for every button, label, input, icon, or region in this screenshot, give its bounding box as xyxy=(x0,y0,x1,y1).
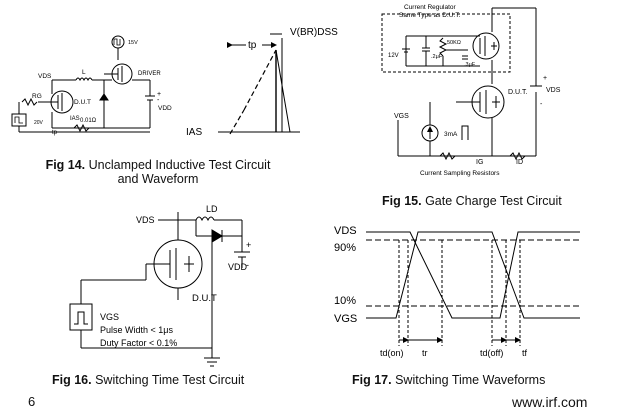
fig15-label-plus: + xyxy=(543,75,547,82)
fig17-label-vgs: VGS xyxy=(334,313,357,325)
page-number: 6 xyxy=(28,394,36,409)
fig14-label-resistor: 0.01Ω xyxy=(80,118,97,124)
fig15-label-ig: IG xyxy=(476,159,483,166)
fig14-label-ias: IAS xyxy=(70,116,80,122)
fig15-label-cap2: .3μF xyxy=(464,62,476,68)
fig14-label-20v: 20V xyxy=(34,120,44,126)
fig14-title-line2: and Waveform xyxy=(117,172,199,186)
fig14-title-line1: Unclamped Inductive Test Circuit xyxy=(88,158,271,172)
fig14-label-15v: 15V xyxy=(128,40,138,46)
fig17-waveforms xyxy=(366,231,580,346)
fig14-caption: Fig 14. Unclamped Inductive Test Circuit… xyxy=(28,158,288,186)
fig14-wave-vbrdss: V(BR)DSS xyxy=(290,27,338,38)
fig14-label-rg: RG xyxy=(32,93,42,100)
fig14-waveform xyxy=(218,33,300,135)
fig15-label-12v: 12V xyxy=(388,53,399,59)
fig15-label-vgs: VGS xyxy=(394,113,409,120)
fig15-label-sampling: Current Sampling Resistors xyxy=(420,170,500,177)
fig14-wave-ias: IAS xyxy=(186,127,202,138)
fig16-circuit xyxy=(69,212,250,367)
fig16-number: Fig 16. xyxy=(52,373,92,387)
fig17-number: Fig 17. xyxy=(352,373,392,387)
fig16-caption: Fig 16. Switching Time Test Circuit xyxy=(52,373,244,387)
fig15-label-3ma: 3mA xyxy=(444,131,458,138)
fig17-label-vds: VDS xyxy=(334,225,357,237)
fig14-label-driver: DRIVER xyxy=(138,71,161,77)
fig16-label-pulse-width: Pulse Width < 1μs xyxy=(100,325,173,335)
fig17-label-90: 90% xyxy=(334,242,356,254)
fig16-label-minus: - xyxy=(246,260,249,270)
fig16-title: Switching Time Test Circuit xyxy=(95,373,245,387)
fig14-label-dut: D.U.T xyxy=(74,99,91,106)
fig14-number: Fig 14. xyxy=(45,158,86,172)
fig14-label-minus: - xyxy=(157,97,160,104)
fig17-title: Switching Time Waveforms xyxy=(395,373,546,387)
fig15-number: Fig 15. xyxy=(382,194,422,208)
fig15-circuit xyxy=(381,7,542,161)
regulator-mosfet-icon xyxy=(472,32,500,60)
fig16-label-dut: D.U.T xyxy=(192,293,217,304)
fig16-label-ld: LD xyxy=(206,204,218,214)
fig17-label-tdoff: td(off) xyxy=(480,348,503,358)
fig14-circuit xyxy=(11,35,155,133)
fig15-label-dut: D.U.T. xyxy=(508,89,528,96)
fig15-label-minus: - xyxy=(540,101,543,108)
fig16-label-plus: + xyxy=(246,240,251,250)
fig16-label-duty-factor: Duty Factor < 0.1% xyxy=(100,338,177,348)
fig15-label-cap1: .2μF xyxy=(431,54,443,60)
fig15-caption: Fig 15. Gate Charge Test Circuit xyxy=(382,194,562,208)
fig16-label-vdd: VDD xyxy=(228,262,248,272)
fig16-label-vds: VDS xyxy=(136,215,155,225)
fig15-title: Gate Charge Test Circuit xyxy=(425,194,562,208)
fig17-label-tr: tr xyxy=(422,348,428,358)
fig16-label-vgs: VGS xyxy=(100,312,119,322)
fig14-label-vdd: VDD xyxy=(158,105,172,112)
fig15-label-vds: VDS xyxy=(546,87,561,94)
fig17-label-10: 10% xyxy=(334,295,356,307)
fig17-caption: Fig 17. Switching Time Waveforms xyxy=(352,373,545,387)
fig14-wave-tp: tp xyxy=(248,40,257,51)
fig15-label-id: ID xyxy=(516,159,523,166)
fig14-label-l: L xyxy=(82,69,86,76)
fig17-label-tdon: td(on) xyxy=(380,348,404,358)
fig14-label-vds: VDS xyxy=(38,73,52,80)
current-regulator-box xyxy=(381,13,511,73)
pulse-generator-icon xyxy=(69,303,93,331)
fig15-reg-line1: Current Regulator xyxy=(404,4,456,11)
fig17-label-tf: tf xyxy=(522,348,528,358)
website-link[interactable]: www.irf.com xyxy=(512,394,588,410)
fig14-label-plus: + xyxy=(157,91,161,98)
fig15-label-pot: 50KΩ xyxy=(447,40,461,46)
fig14-label-tp: tp xyxy=(52,130,58,136)
fig15-reg-line2: Same Type as D.U.T. xyxy=(399,12,460,19)
